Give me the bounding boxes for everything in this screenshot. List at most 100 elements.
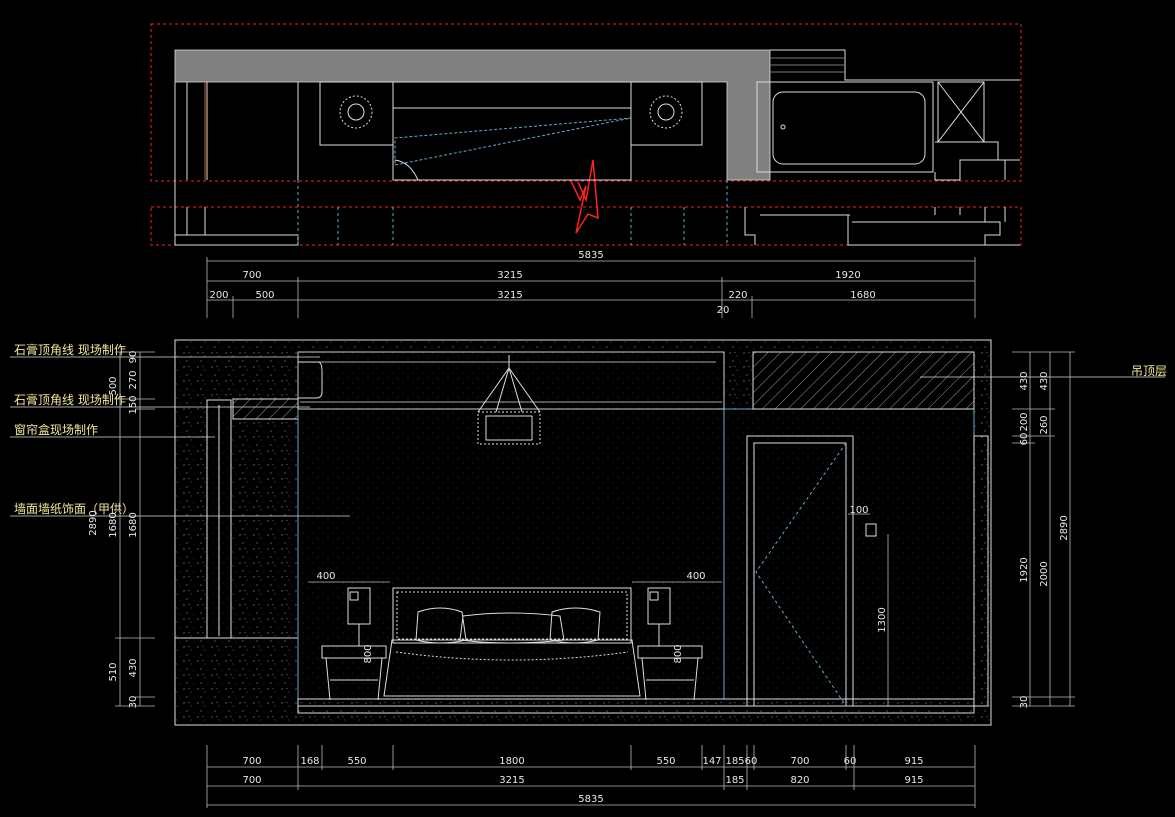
right-dim-430a: 430 [1019,371,1030,390]
bottom2-dim-185: 185 [725,775,744,786]
nightstand-right-elev [637,587,703,701]
plan-dim-220: 220 [728,290,747,301]
elevation-view [174,339,992,726]
right-dim-1920: 1920 [1019,557,1030,582]
plan-break-frame-lower [150,206,1022,246]
cornice-end [298,361,323,399]
bed-fold-plan [394,159,419,181]
ceiling-hatch-block [752,351,975,410]
plan-view [150,23,1022,246]
left-dim-150: 150 [128,395,139,414]
nightstand-left-plan [319,81,394,146]
plan-dim-200: 200 [209,290,228,301]
plan-dim-3215b: 3215 [497,290,522,301]
door-elevation [746,435,854,707]
bottom-dim-700b: 700 [790,756,809,767]
left-dim-510: 510 [108,662,119,681]
bottom-dim-147: 147 [702,756,721,767]
nightstand-right-plan [630,81,703,146]
plan-dim-3215: 3215 [497,270,522,281]
curtain-box [232,398,299,420]
left-dim-30: 30 [128,696,139,709]
plan-wall-gray [174,49,771,181]
ceiling-panel [297,351,725,410]
plan-dim-1680: 1680 [850,290,875,301]
plan-break-frame-upper [150,23,1022,182]
plan-dim-500: 500 [255,290,274,301]
bathroom-wall [934,141,1020,181]
left-dim-2890: 2890 [88,510,99,535]
right-wall-panel [723,408,975,700]
switch-dim: 100 [849,505,868,516]
bottom2-dim-3215: 3215 [499,775,524,786]
tub-drain [780,124,786,130]
right-dim-200: 200 [1019,412,1030,431]
bottom2-dim-700: 700 [242,775,261,786]
left-dim-1680: 1680 [108,512,119,537]
bottom2-dim-820: 820 [790,775,809,786]
nightstand-left-elev [321,587,387,701]
bottom-overall-dim: 5835 [578,794,603,805]
bottom-dimensions [206,745,976,808]
bed-plan [392,81,632,181]
bottom-dim-168: 168 [300,756,319,767]
bathroom-wall-lower [744,207,1020,246]
bed-cover [395,651,629,661]
wallpaper-wall [297,408,725,700]
plan-dim-20: 20 [717,305,730,316]
right-dim-2000: 2000 [1039,561,1050,586]
left-dim-500: 500 [108,376,119,395]
plan-wall-stub [174,234,299,246]
note-cornice-top: 石膏顶角线 现场制作 [14,342,126,357]
plan-overall-dim: 5835 [578,250,603,261]
bathroom-tub-outer [756,81,934,173]
shower-cross [937,81,985,143]
plan-dim-1920: 1920 [835,270,860,281]
left-dimensions [115,351,155,707]
plan-dimensions [206,257,976,318]
leader-lines [10,356,1165,517]
bed-cover-plan [394,117,632,166]
lamp-right-plan [649,95,683,129]
note-wallpaper: 墙面墙纸饰面（甲供） [14,502,134,516]
bottom-dim-700: 700 [242,756,261,767]
lamp-left-plan-inner [347,103,365,121]
note-curtain-box: 窗帘盒现场制作 [14,422,98,437]
bottom-dim-1800: 1800 [499,756,524,767]
bottom-dim-60b: 60 [844,756,857,767]
lamp-right-height: 800 [673,644,684,663]
left-dim-430: 430 [128,658,139,677]
plan-dim-700: 700 [242,270,261,281]
bed-mattress [383,639,641,697]
bottom-dim-60a: 60 [745,756,758,767]
bathroom-tub-inner [772,91,926,165]
right-dimensions [1012,351,1075,707]
switch-height-dim: 1300 [877,607,888,632]
lamp-left-height: 800 [363,644,374,663]
left-dim-1680b: 1680 [128,512,139,537]
note-ceiling-layer: 吊顶层 [1131,364,1167,378]
note-cornice-mid: 石膏顶角线 现场制作 [14,392,126,407]
wall-end-right [973,435,989,707]
left-dim-90: 90 [128,351,139,364]
side-table-left-dim: 400 [316,571,335,582]
right-dim-60: 60 [1019,433,1030,446]
left-dim-270: 270 [128,370,139,389]
right-dim-260: 260 [1039,415,1050,434]
bottom2-dim-915: 915 [904,775,923,786]
bottom-dim-915: 915 [904,756,923,767]
light-switch [865,523,877,537]
right-dim-430b: 430 [1039,371,1050,390]
bottom-dim-185: 185 [725,756,744,767]
bottom-dim-550a: 550 [347,756,366,767]
break-line-symbol [570,159,599,234]
lamp-left-plan [339,95,373,129]
right-dim-30: 30 [1019,696,1030,709]
pendant-lamp [477,355,541,445]
bottom-dim-550b: 550 [656,756,675,767]
right-dim-2890: 2890 [1059,515,1070,540]
lamp-right-plan-inner [657,103,675,121]
bed-elevation [383,587,641,700]
side-table-right-dim: 400 [686,571,705,582]
